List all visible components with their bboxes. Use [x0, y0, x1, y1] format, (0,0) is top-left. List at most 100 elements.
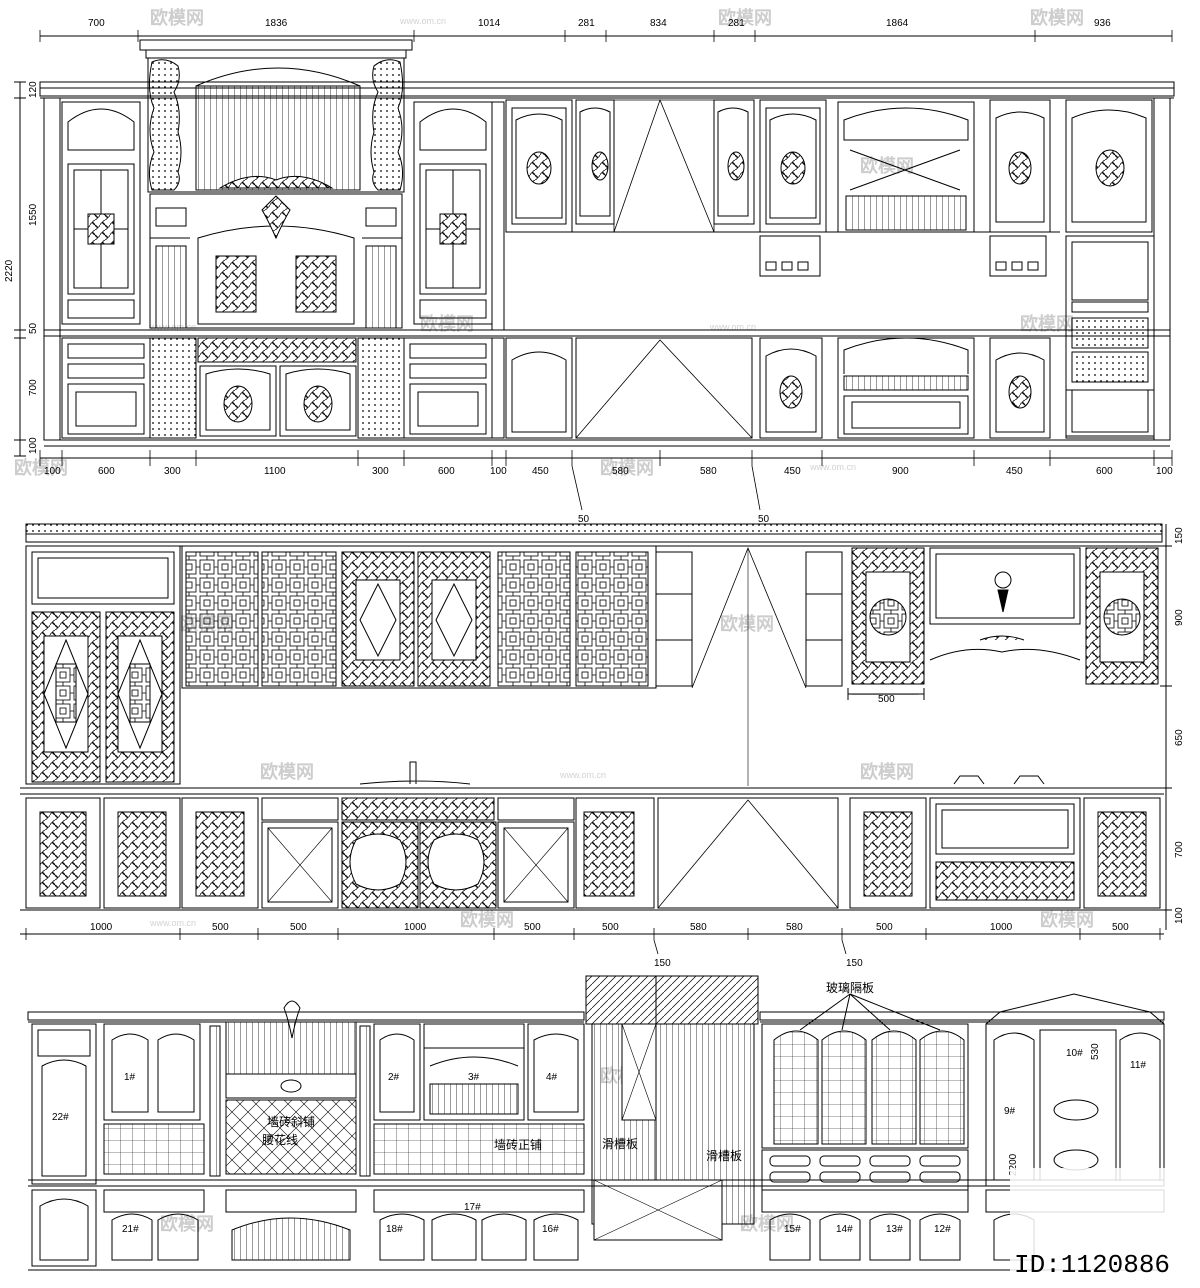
- door-number: 13#: [886, 1224, 903, 1235]
- watermark-text: 欧模网: [150, 7, 204, 28]
- watermark-text: 欧模网: [600, 457, 654, 478]
- dim-text: 600: [98, 466, 115, 477]
- dim-text: 150: [654, 958, 671, 969]
- dim-text: 50: [758, 514, 770, 525]
- elevation-2-dimensions: 1000 500 500 1000 500 500 580 580 500 10…: [90, 527, 1185, 969]
- label-slide-panel-right: 滑槽板: [706, 1149, 742, 1163]
- dim-text: 1864: [886, 18, 909, 29]
- watermark-url: www.om.cn: [559, 770, 606, 780]
- elevation-1-dimensions: 700 1836 1014 281 834 281 1864 936 100 6…: [4, 18, 1173, 525]
- door-number: 10#: [1066, 1048, 1083, 1059]
- dim-text: 1014: [478, 18, 501, 29]
- dim-text: 1836: [265, 18, 288, 29]
- side-dim-text: 50: [28, 322, 39, 334]
- door-number: 21#: [122, 1224, 139, 1235]
- door-number: 16#: [542, 1224, 559, 1235]
- dim-text: 150: [846, 958, 863, 969]
- dim-text: 936: [1094, 18, 1111, 29]
- dim-text: 50: [578, 514, 590, 525]
- door-number: 11#: [1130, 1060, 1146, 1071]
- side-dim-text: 700: [1174, 841, 1185, 858]
- dim-text: 1000: [990, 922, 1013, 933]
- label-slide-panel-left: 滑槽板: [602, 1137, 638, 1151]
- watermark-text: 欧模网: [720, 613, 774, 634]
- door-number: 1#: [124, 1072, 136, 1083]
- dim-text: 500: [212, 922, 229, 933]
- side-dim-text: 530: [1090, 1043, 1101, 1060]
- watermark-text: 欧模网: [1040, 909, 1094, 930]
- side-dim-text: 650: [1174, 729, 1185, 746]
- watermark-text: 欧模网: [1030, 7, 1084, 28]
- elevation-2-chinese-kitchen: [20, 523, 1172, 955]
- dim-text: 580: [700, 466, 717, 477]
- dim-text: 450: [784, 466, 801, 477]
- watermark-url: www.om.cn: [809, 462, 856, 472]
- dim-text: 100: [1156, 466, 1173, 477]
- corner-id-text: ID:1120886: [1014, 1250, 1170, 1280]
- dim-text: 1000: [404, 922, 427, 933]
- side-dim-text: 100: [28, 437, 39, 454]
- dim-text: 900: [892, 466, 909, 477]
- side-dim-text: 150: [1174, 527, 1185, 544]
- dim-text: 1000: [90, 922, 113, 933]
- watermark-text: 欧模网: [860, 761, 914, 782]
- watermark-url: www.om.cn: [709, 322, 756, 332]
- dim-text: 500: [1112, 922, 1129, 933]
- label-tile-straight: 墙砖正铺: [494, 1137, 542, 1152]
- dim-text: 500: [524, 922, 541, 933]
- dim-text: 100: [490, 466, 507, 477]
- side-dim-text: 700: [28, 379, 39, 396]
- side-dim-text: 900: [1174, 609, 1185, 626]
- elevation-3-annotations: 墙砖斜铺 腰花线 墙砖正铺 滑槽板 滑槽板 玻璃隔板 1# 2# 3# 4# 9…: [52, 981, 1146, 1235]
- door-number: 22#: [52, 1112, 69, 1123]
- door-number: 12#: [934, 1224, 951, 1235]
- dim-text: 500: [876, 922, 893, 933]
- dim-text: 580: [612, 466, 629, 477]
- watermark-text: 欧模网: [160, 1213, 214, 1234]
- watermark-url: www.om.cn: [149, 918, 196, 928]
- dim-text: 100: [44, 466, 61, 477]
- watermark-text: 欧模网: [1020, 313, 1074, 334]
- watermark-text: 欧模网: [14, 457, 68, 478]
- label-tile-diagonal: 墙砖斜铺: [267, 1114, 315, 1129]
- dim-text: 500: [878, 694, 895, 705]
- dim-text: 450: [532, 466, 549, 477]
- watermark-url: www.om.cn: [399, 16, 446, 26]
- watermark-text: 欧模网: [260, 761, 314, 782]
- dim-text: 450: [1006, 466, 1023, 477]
- watermark-layer: 欧模网 欧模网 欧模网 www.om.cn 欧模网 欧模网 欧模网 www.om…: [14, 7, 1094, 1234]
- door-number: 2#: [388, 1072, 400, 1083]
- door-number: 17#: [464, 1202, 481, 1213]
- side-dim-text: 120: [28, 81, 39, 98]
- dim-text: 300: [372, 466, 389, 477]
- dim-text: 281: [728, 18, 745, 29]
- side-dim-text: 1550: [28, 203, 39, 226]
- watermark-text: 欧模网: [718, 7, 772, 28]
- dim-text: 300: [164, 466, 181, 477]
- label-waist-line: 腰花线: [262, 1132, 298, 1147]
- watermark-text: 欧模网: [860, 155, 914, 176]
- dim-text: 500: [290, 922, 307, 933]
- dim-text: 580: [690, 922, 707, 933]
- door-number: 4#: [546, 1072, 558, 1083]
- dim-text: 700: [88, 18, 105, 29]
- side-dim-text: 2220: [4, 259, 15, 282]
- door-number: 15#: [784, 1224, 801, 1235]
- dim-text: 600: [1096, 466, 1113, 477]
- side-dim-text: 2200: [1008, 1153, 1019, 1176]
- watermark-text: 欧模网: [460, 909, 514, 930]
- dim-text: 580: [786, 922, 803, 933]
- dim-text: 600: [438, 466, 455, 477]
- label-glass-shelf: 玻璃隔板: [826, 981, 874, 995]
- elevation-1-european-kitchen: [14, 30, 1175, 511]
- dim-text: 281: [578, 18, 595, 29]
- door-number: 9#: [1004, 1106, 1016, 1117]
- dim-text: 834: [650, 18, 667, 29]
- door-number: 18#: [386, 1224, 403, 1235]
- door-number: 14#: [836, 1224, 853, 1235]
- dim-text: 500: [602, 922, 619, 933]
- corner-id-stamp: ID:1120886: [1010, 1168, 1200, 1288]
- door-number: 3#: [468, 1072, 480, 1083]
- side-dim-text: 100: [1174, 907, 1185, 924]
